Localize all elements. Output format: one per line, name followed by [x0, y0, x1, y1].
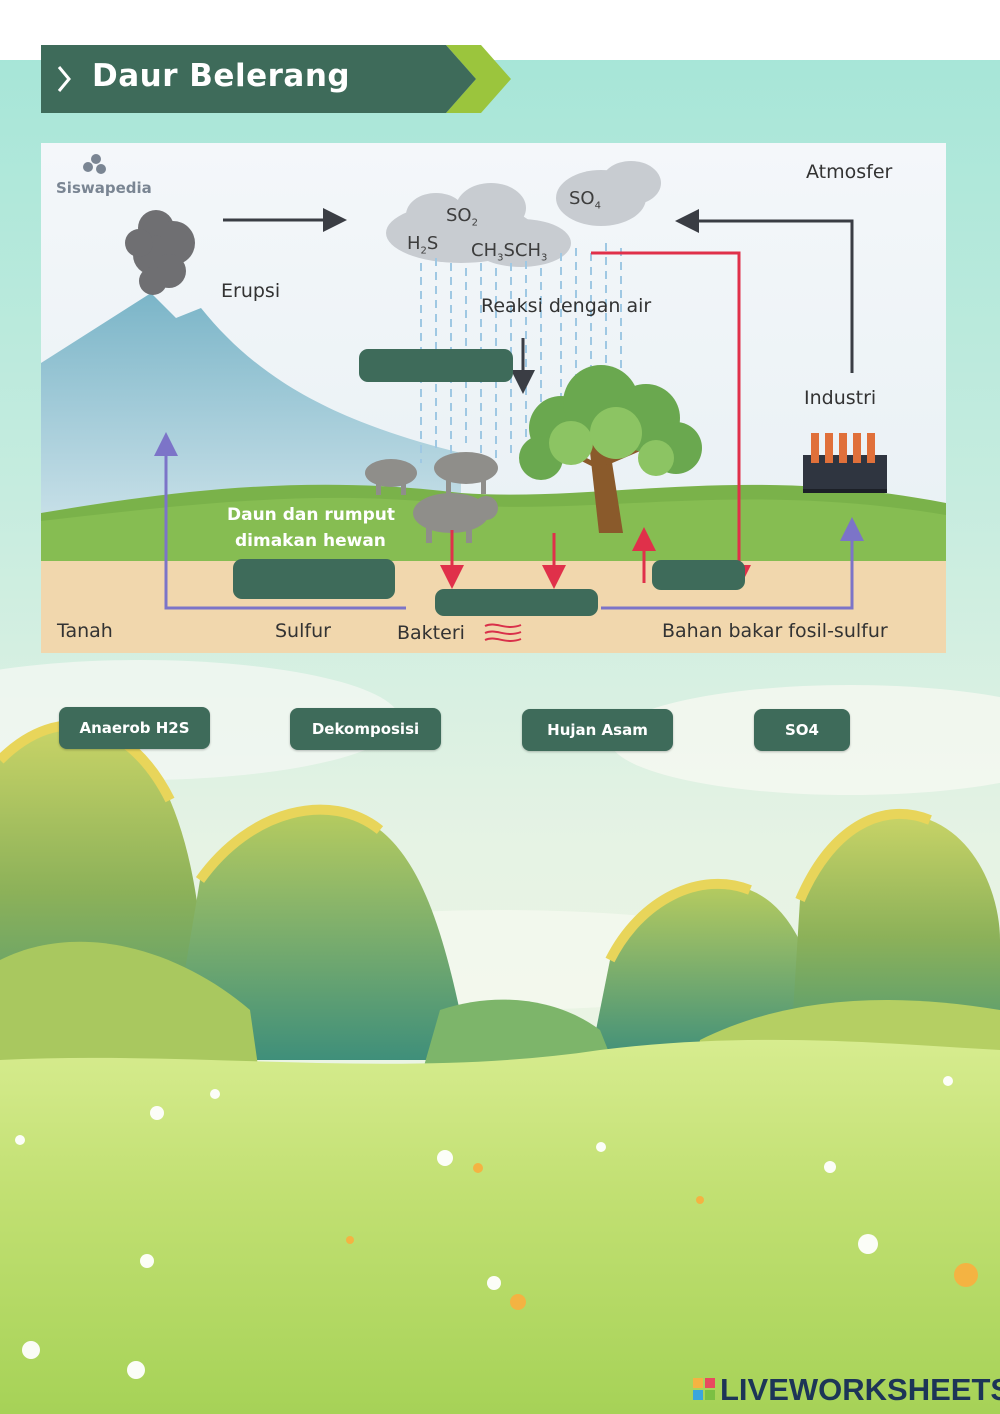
tree — [519, 365, 702, 533]
formula-ch3sch3: CH3SCH3 — [471, 240, 548, 264]
formula-so2: SO2 — [446, 205, 478, 229]
chip-so4[interactable]: SO4 — [754, 709, 850, 751]
arrow-acid-rain-to-soil — [591, 251, 751, 589]
label-atmosfer: Atmosfer — [806, 161, 893, 183]
title-banner — [41, 45, 511, 113]
chip-hujan-asam[interactable]: Hujan Asam — [522, 709, 673, 751]
sulfur-cycle-diagram: Siswapedia Atmosfer Erupsi Reaksi dengan… — [41, 143, 946, 653]
label-daun-line1: Daun dan rumput — [227, 505, 395, 525]
factory-icon — [803, 433, 887, 493]
diagram-illustration — [41, 143, 946, 653]
brand-name: LIVEWORKSHEETS — [720, 1372, 1000, 1407]
chip-dekomposisi[interactable]: Dekomposisi — [290, 708, 441, 750]
logo-text: Siswapedia — [56, 179, 152, 197]
liveworksheets-logo-icon — [693, 1378, 715, 1400]
grazing-animals — [365, 452, 498, 543]
cloud — [386, 161, 661, 267]
dropzone-daun[interactable] — [233, 559, 395, 599]
eruption-smoke — [125, 210, 195, 295]
label-daun-line2: dimakan hewan — [235, 531, 386, 551]
formula-so4: SO4 — [569, 188, 601, 212]
label-industri: Industri — [804, 387, 877, 409]
formula-h2s: H2S — [407, 233, 439, 257]
bacteria-icon — [484, 623, 522, 642]
dropzone-soil-right[interactable] — [652, 560, 745, 590]
dropzone-reaksi[interactable] — [359, 349, 513, 382]
chevron-right-icon — [57, 66, 71, 92]
dropzone-bakteri[interactable] — [435, 589, 598, 616]
page-title: Daur Belerang — [92, 58, 351, 94]
arrow-industry-to-atmosphere — [675, 209, 854, 373]
label-tanah: Tanah — [57, 620, 113, 642]
label-bahan-bakar: Bahan bakar fosil-sulfur — [662, 620, 888, 642]
arrow-bacteria-to-fossil-fuel — [601, 517, 864, 610]
label-sulfur: Sulfur — [275, 620, 331, 642]
label-bakteri: Bakteri — [397, 622, 465, 644]
label-erupsi: Erupsi — [221, 280, 281, 302]
chip-anaerob-h2s[interactable]: Anaerob H2S — [59, 707, 210, 749]
label-reaksi: Reaksi dengan air — [481, 295, 652, 317]
arrow-sulfur-to-volcano — [154, 432, 406, 610]
siswapedia-logo-icon — [83, 154, 106, 174]
